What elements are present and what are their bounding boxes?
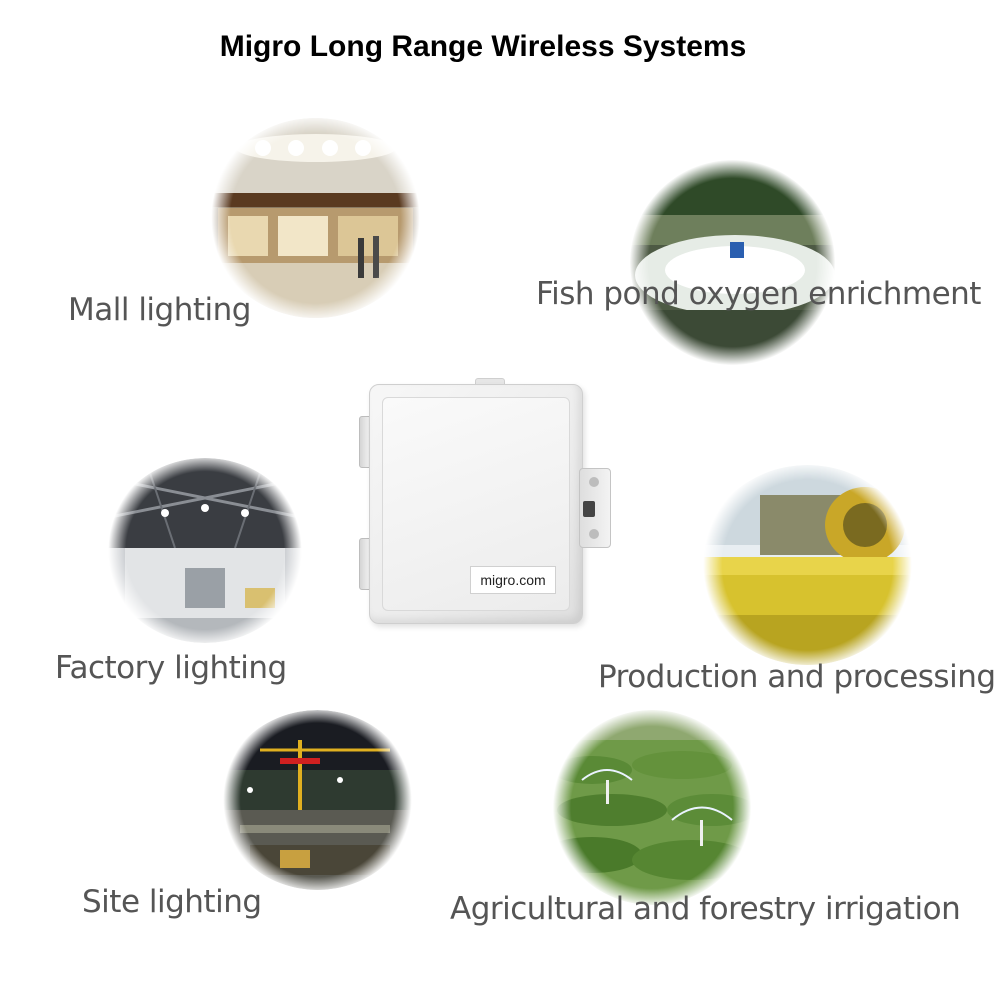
application-label-site: Site lighting (82, 884, 262, 920)
application-label-irrigation: Agricultural and forestry irrigation (450, 891, 961, 927)
brand-label: migro.com (470, 566, 556, 594)
application-label-fish-pond: Fish pond oxygen enrichment (536, 276, 981, 312)
production-photo (700, 465, 915, 665)
enclosure-latch (579, 468, 611, 548)
product-enclosure-image: migro.com (355, 378, 620, 628)
application-label-factory: Factory lighting (55, 650, 287, 686)
fish-pond-photo (630, 160, 835, 365)
application-label-mall: Mall lighting (68, 292, 251, 328)
irrigation-photo (552, 710, 752, 905)
application-label-production: Production and processing (598, 659, 996, 695)
mall-photo (208, 118, 423, 318)
factory-photo (105, 458, 305, 643)
construction-site-photo (220, 710, 415, 890)
page-title: Migro Long Range Wireless Systems (219, 30, 747, 63)
